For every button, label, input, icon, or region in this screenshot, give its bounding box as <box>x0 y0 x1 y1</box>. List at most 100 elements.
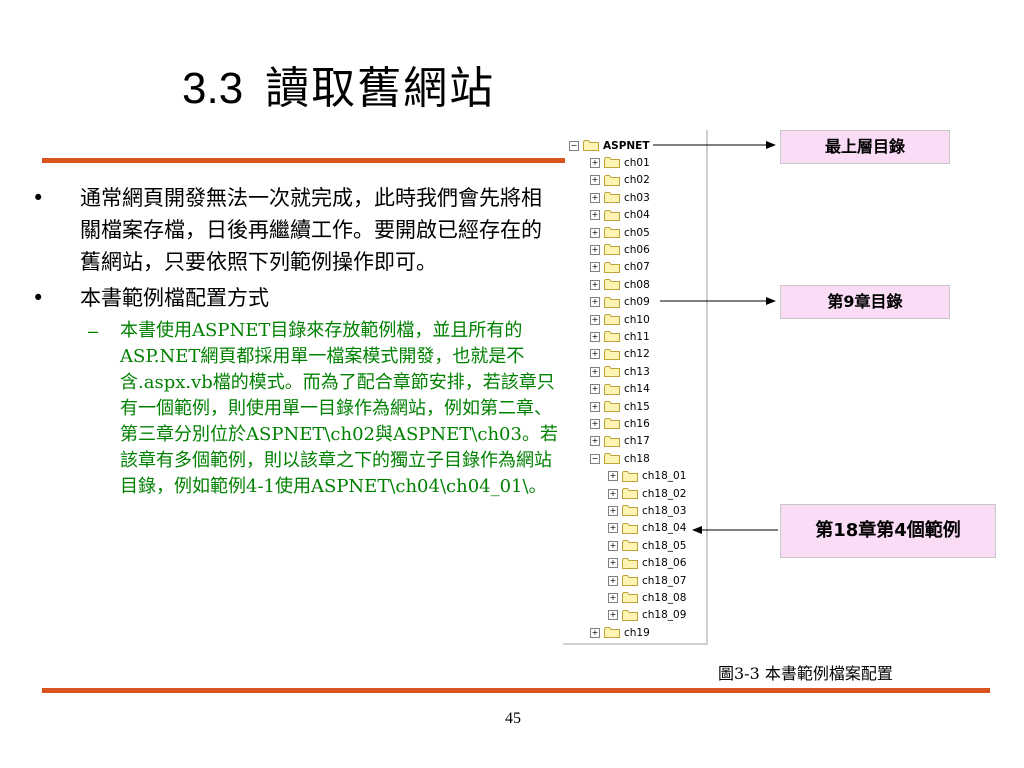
bullet-dot: • <box>32 286 45 310</box>
tree-folder-item[interactable]: +ch11 <box>590 328 650 345</box>
tree-folder-item[interactable]: +ch02 <box>590 172 650 189</box>
tree-subfolder-item[interactable]: +ch18_09 <box>608 607 686 624</box>
tree-folder-item[interactable]: +ch06 <box>590 241 650 258</box>
expand-icon[interactable]: + <box>608 592 618 603</box>
expand-icon[interactable]: + <box>590 418 600 429</box>
title-text: 讀取舊網站 <box>265 63 496 114</box>
expand-icon[interactable]: + <box>608 575 618 586</box>
folder-icon <box>604 209 620 221</box>
tree-subfolder-item[interactable]: +ch18_04 <box>608 520 686 537</box>
tree-subfolder-item[interactable]: +ch18_01 <box>608 468 686 485</box>
folder-icon <box>604 209 624 221</box>
folder-icon <box>622 488 642 499</box>
folder-label: ch18_07 <box>642 574 687 587</box>
expand-icon[interactable]: + <box>590 244 600 255</box>
tree-folder-item[interactable]: +ch19 <box>590 624 650 641</box>
folder-label: ASPNET <box>603 139 650 152</box>
tree-folder-item[interactable]: + ch08 <box>590 276 650 293</box>
expand-icon[interactable]: + <box>608 523 618 534</box>
folder-icon <box>622 488 638 499</box>
expand-icon[interactable]: + <box>590 279 600 290</box>
tree-folder-item[interactable]: +ch03 <box>590 189 650 206</box>
tree-folder-item[interactable]: +ch13 <box>590 363 650 380</box>
expand-icon[interactable]: + <box>590 401 600 412</box>
expand-icon[interactable]: + <box>590 262 600 273</box>
expand-icon[interactable]: + <box>590 314 600 325</box>
folder-icon <box>604 435 624 447</box>
expand-icon[interactable]: + <box>608 610 618 621</box>
folder-icon <box>622 557 638 569</box>
folder-label: ch16 <box>624 417 650 430</box>
expand-icon[interactable]: + <box>608 471 618 482</box>
bullet-dot: • <box>32 186 45 210</box>
bottom-divider <box>42 688 990 693</box>
expand-icon[interactable]: + <box>590 227 600 238</box>
expand-icon[interactable]: + <box>608 558 618 569</box>
expand-icon[interactable]: + <box>590 331 600 342</box>
folder-label: ch18_05 <box>642 539 687 552</box>
folder-label: ch18_02 <box>642 487 687 500</box>
tree-subfolder-item[interactable]: + ch18_05 <box>608 537 686 554</box>
tree-folder-item[interactable]: +ch10 <box>590 311 650 328</box>
expand-icon[interactable]: + <box>590 349 600 360</box>
expand-icon[interactable]: + <box>590 297 600 308</box>
tree-folder-item[interactable]: +ch07 <box>590 259 650 276</box>
tree-folder-item[interactable]: +ch15 <box>590 398 650 415</box>
expand-icon[interactable]: + <box>590 627 600 638</box>
tree-folder-item[interactable]: −ch18 <box>590 450 650 467</box>
folder-label: ch05 <box>624 226 650 239</box>
tree-root-item[interactable]: − ASPNET <box>569 137 650 154</box>
expand-icon[interactable]: + <box>590 175 600 186</box>
tree-subfolder-item[interactable]: +ch18_03 <box>608 502 686 519</box>
folder-icon <box>622 592 638 604</box>
folder-icon <box>622 557 642 569</box>
folder-icon <box>622 505 638 517</box>
bullet-text: 本書範例檔配置方式 <box>80 286 269 310</box>
expand-icon[interactable]: + <box>590 384 600 395</box>
folder-icon <box>604 244 624 256</box>
tree-folder-item[interactable]: + ch05 <box>590 224 650 241</box>
tree-subfolder-item[interactable]: + ch18_07 <box>608 572 686 589</box>
tree-subfolder-item[interactable]: +ch18_08 <box>608 589 686 606</box>
folder-icon <box>604 174 624 186</box>
folder-icon <box>622 592 642 604</box>
tree-folder-item[interactable]: + ch16 <box>590 415 650 432</box>
folder-icon <box>622 575 638 586</box>
folder-icon <box>604 366 624 378</box>
tree-subfolder-item[interactable]: + ch18_02 <box>608 485 686 502</box>
sub-bullet-text: 本書使用ASPNET目錄來存放範例檔，並且所有的ASP.NET網頁都採用單一檔案… <box>120 320 558 497</box>
folder-icon <box>622 540 642 552</box>
folder-icon <box>604 261 624 273</box>
expand-icon[interactable]: + <box>590 192 600 203</box>
folder-label: ch04 <box>624 209 650 222</box>
folder-icon <box>622 470 642 482</box>
tree-folder-item[interactable]: +ch01 <box>590 154 650 171</box>
folder-icon <box>622 540 638 552</box>
folder-icon <box>604 401 624 412</box>
callout-top-level: 最上層目錄 <box>780 130 950 164</box>
tree-folder-item[interactable]: +ch09 <box>590 294 650 311</box>
page-number: 45 <box>505 710 521 727</box>
expand-icon[interactable]: + <box>608 540 618 551</box>
tree-folder-item[interactable]: +ch14 <box>590 381 650 398</box>
expand-icon[interactable]: + <box>590 210 600 221</box>
folder-icon <box>622 522 638 534</box>
tree-folder-item[interactable]: + ch04 <box>590 207 650 224</box>
folder-icon <box>604 418 624 430</box>
folder-label: ch12 <box>624 348 650 361</box>
figure-caption: 圖3-3 本書範例檔案配置 <box>718 664 893 683</box>
expand-icon[interactable]: + <box>590 436 600 447</box>
tree-folder-item[interactable]: + ch12 <box>590 346 650 363</box>
folder-icon <box>604 418 620 430</box>
expand-icon[interactable]: + <box>608 505 618 516</box>
sub-bullet-item: – 本書使用ASPNET目錄來存放範例檔，並且所有的ASP.NET網頁都採用單一… <box>32 318 562 500</box>
collapse-icon[interactable]: − <box>590 453 600 464</box>
expand-icon[interactable]: + <box>590 157 600 168</box>
collapse-icon[interactable]: − <box>569 140 579 151</box>
expand-icon[interactable]: + <box>608 488 618 499</box>
folder-label: ch08 <box>624 278 650 291</box>
folder-icon <box>604 366 620 378</box>
tree-subfolder-item[interactable]: +ch18_06 <box>608 555 686 572</box>
expand-icon[interactable]: + <box>590 366 600 377</box>
tree-folder-item[interactable]: +ch17 <box>590 433 650 450</box>
